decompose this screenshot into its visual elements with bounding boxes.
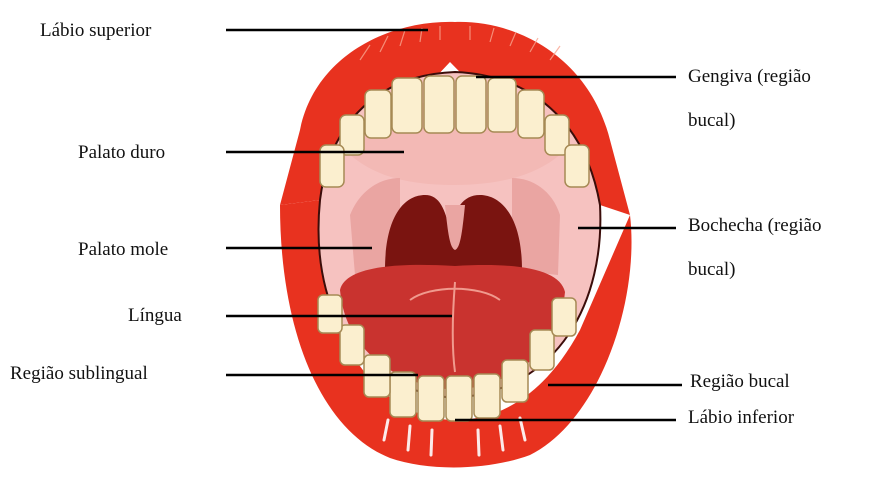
label-bochecha-line2: bucal) [688, 248, 888, 292]
label-labio-superior: Lábio superior [40, 21, 151, 40]
label-labio-inferior: Lábio inferior [688, 408, 794, 427]
label-gengiva-line1: Gengiva (região [688, 55, 888, 99]
label-regiao-bucal: Região bucal [690, 372, 790, 391]
label-bochecha: Bochecha (região bucal) [688, 204, 888, 292]
label-palato-duro: Palato duro [78, 143, 165, 162]
label-gengiva: Gengiva (região bucal) [688, 55, 888, 143]
label-bochecha-line1: Bochecha (região [688, 204, 888, 248]
label-palato-mole: Palato mole [78, 240, 168, 259]
label-lingua: Língua [128, 306, 182, 325]
label-regiao-sublingual: Região sublingual [10, 364, 148, 383]
label-gengiva-line2: bucal) [688, 99, 888, 143]
